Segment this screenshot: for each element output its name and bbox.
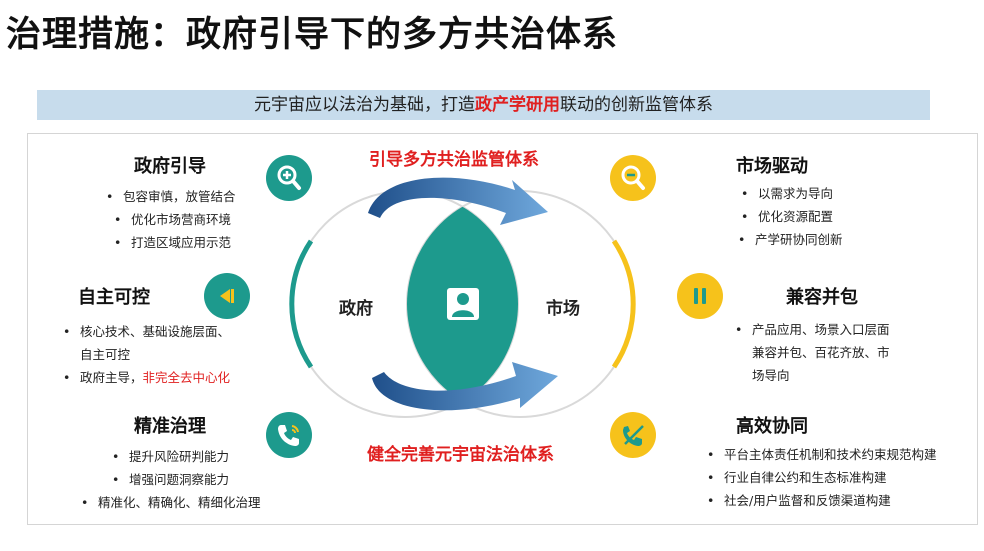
list-item: •政府主导，非完全去中心化 xyxy=(63,370,231,385)
left-list-2: •核心技术、基础设施层面、 自主可控 •政府主导，非完全去中心化 xyxy=(63,320,231,389)
right-list-3: •平台主体责任机制和技术约束规范构建 •行业自律公约和生态标准构建 •社会/用户… xyxy=(707,443,937,512)
list-item: •社会/用户监督和反馈渠道构建 xyxy=(707,493,891,508)
right-section-title-1: 市场驱动 xyxy=(736,156,808,177)
list-item: •精准化、精确化、精细化治理 xyxy=(81,495,261,510)
list-item: •产品应用、场景入口层面 xyxy=(735,322,890,337)
intersection-lens xyxy=(407,191,518,417)
right-section-title-2: 兼容并包 xyxy=(786,287,858,308)
list-item: •行业自律公约和生态标准构建 xyxy=(707,470,887,485)
list-item: •平台主体责任机制和技术约束规范构建 xyxy=(707,447,937,462)
subtitle-banner: 元宇宙应以法治为基础，打造政产学研用联动的创新监管体系 xyxy=(37,90,930,120)
bottom-arrow-label: 健全完善元宇宙法治体系 xyxy=(367,445,554,465)
left-section-title-2: 自主可控 xyxy=(78,287,150,308)
list-item: •优化资源配置 xyxy=(741,209,834,224)
phone-off-icon xyxy=(610,412,656,458)
list-item: •产学研协同创新 xyxy=(738,232,843,247)
top-curved-arrow xyxy=(368,177,548,225)
list-item: •核心技术、基础设施层面、 xyxy=(63,324,231,339)
government-label: 政府 xyxy=(339,299,373,319)
list-item: 兼容并包、百花齐放、市 xyxy=(752,345,890,360)
person-icon xyxy=(447,288,479,320)
list-item: 自主可控 xyxy=(80,347,131,362)
right-list-2: •产品应用、场景入口层面 兼容并包、百花齐放、市 场导向 xyxy=(735,318,890,387)
top-arrow-label: 引导多方共治监管体系 xyxy=(369,150,539,170)
left-section-title-3: 精准治理 xyxy=(134,416,206,437)
left-list-1: •包容审慎，放管结合 •优化市场营商环境 •打造区域应用示范 xyxy=(106,185,236,254)
banner-highlight: 政产学研用 xyxy=(475,95,560,115)
left-list-3: •提升风险研判能力 •增强问题洞察能力 •精准化、精确化、精细化治理 xyxy=(81,445,261,514)
banner-suffix: 联动的创新监管体系 xyxy=(560,95,713,115)
right-yellow-arc xyxy=(611,239,636,369)
list-item: •打造区域应用示范 xyxy=(114,235,232,250)
banner-prefix: 元宇宙应以法治为基础，打造 xyxy=(254,95,475,115)
right-section-title-3: 高效协同 xyxy=(736,416,808,437)
page-title: 治理措施：政府引导下的多方共治体系 xyxy=(6,15,619,55)
bottom-curved-arrow xyxy=(372,362,558,411)
list-item: •增强问题洞察能力 xyxy=(112,472,230,487)
zoom-in-icon xyxy=(266,155,312,201)
list-item: •优化市场营商环境 xyxy=(114,212,232,227)
zoom-out-icon xyxy=(610,155,656,201)
list-item: •包容审慎，放管结合 xyxy=(106,189,236,204)
list-item: •以需求为导向 xyxy=(741,186,834,201)
market-label: 市场 xyxy=(546,299,580,319)
phone-icon xyxy=(266,412,312,458)
list-item: •提升风险研判能力 xyxy=(112,449,230,464)
left-teal-arc xyxy=(289,239,314,369)
list-item: 场导向 xyxy=(752,368,790,383)
pause-icon xyxy=(677,273,723,319)
play-left-icon xyxy=(204,273,250,319)
right-list-1: •以需求为导向 •优化资源配置 •产学研协同创新 xyxy=(738,182,843,251)
left-section-title-1: 政府引导 xyxy=(134,156,206,177)
